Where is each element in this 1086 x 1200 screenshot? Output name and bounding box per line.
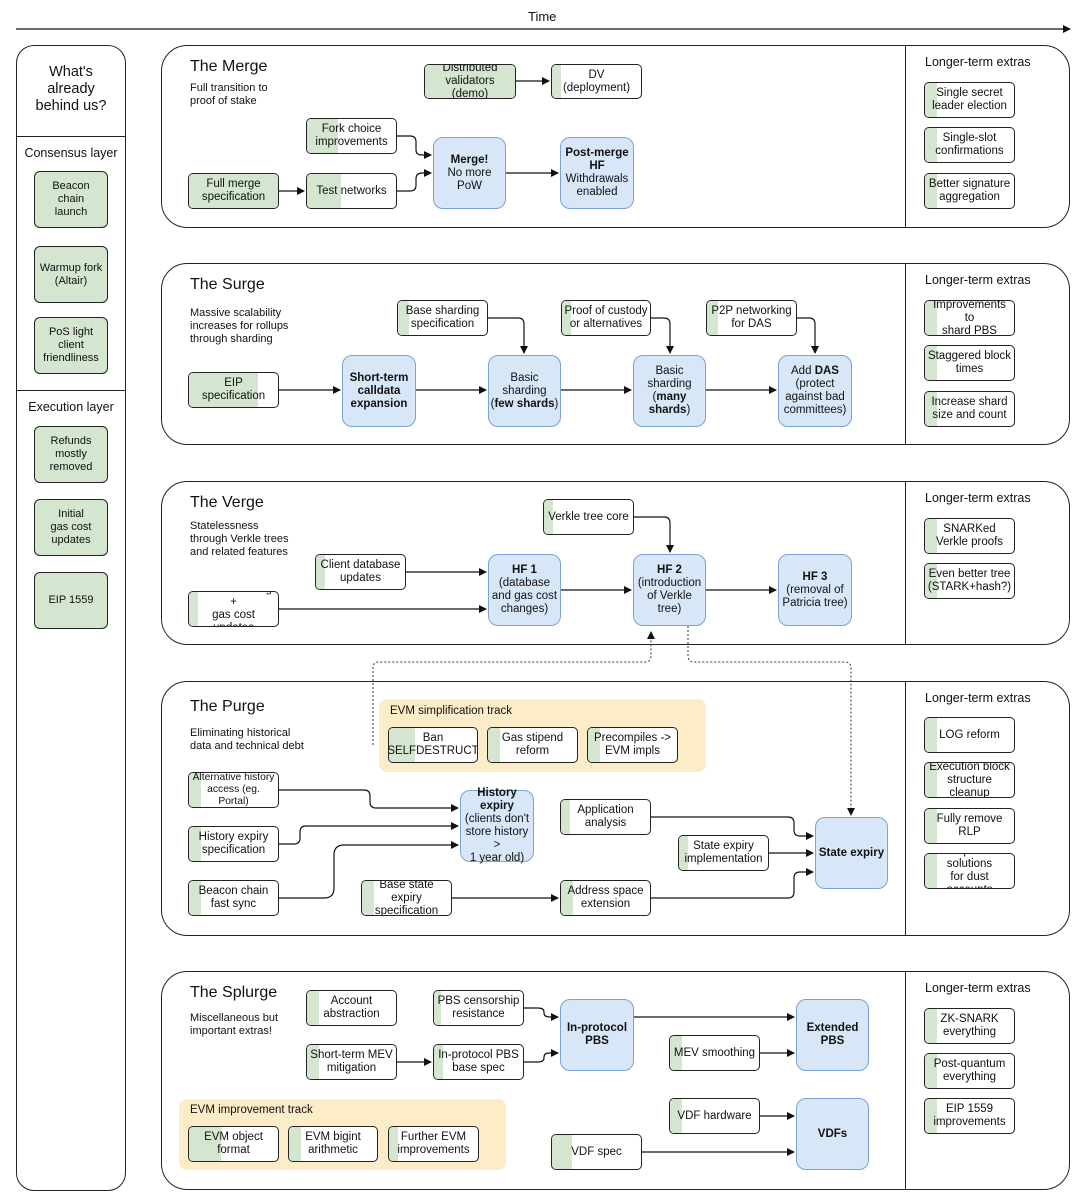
verge-extra-snarked: SNARKed Verkle proofs <box>924 518 1015 554</box>
surge-title: The Surge <box>190 276 265 293</box>
extras-divider <box>905 682 906 935</box>
merge-milestone: Merge!No more PoW <box>433 137 506 209</box>
merge-extra-sig-agg: Better signature aggregation <box>924 173 1015 209</box>
surge-extra-shard-size: Increase shard size and count <box>924 391 1015 427</box>
splurge-desc: Miscellaneous but important extras! <box>190 1012 279 1037</box>
warmup-fork-altair: Warmup fork (Altair) <box>34 246 108 303</box>
extras-divider <box>905 264 906 444</box>
extras-divider <box>905 972 906 1189</box>
inprotocol-pbs-milestone: In-protocol PBS <box>560 999 634 1071</box>
pos-light-client: PoS light client friendliness <box>34 317 108 374</box>
vdf-spec-box: VDF spec <box>551 1134 642 1170</box>
app-analysis-box: Application analysis <box>560 799 651 835</box>
splurge-extra-eip1559: EIP 1559 improvements <box>924 1098 1015 1134</box>
already-behind-heading: What's already behind us? <box>35 64 107 114</box>
verge-extra-better-tree: Even better tree (STARK+hash?) <box>924 563 1015 599</box>
surge-extra-staggered: Staggered block times <box>924 345 1015 381</box>
divider <box>17 390 125 391</box>
mev-mitigation-box: Short-term MEV mitigation <box>306 1044 397 1080</box>
divider <box>17 136 125 137</box>
vdf-hardware-box: VDF hardware <box>669 1098 760 1134</box>
merge-extras-title: Longer-term extras <box>925 55 1031 69</box>
extended-pbs-milestone: Extended PBS <box>796 999 869 1071</box>
already-behind-panel: What's already behind us? Consensus laye… <box>16 45 126 1191</box>
history-expiry-spec-box: History expiry specification <box>188 826 279 862</box>
verge-title: The Verge <box>190 494 264 511</box>
add-das-milestone: Add DAS (protect against bad committees) <box>778 355 852 427</box>
history-expiry-milestone: History expiry(clients don't store histo… <box>460 787 534 864</box>
initial-gas-cost: Initial gas cost updates <box>34 499 108 556</box>
dv-deployment-box: DV (deployment) <box>551 64 642 99</box>
time-axis-label: Time <box>528 9 557 24</box>
test-networks-box: Test networks <box>306 173 397 209</box>
account-abstraction-box: Account abstraction <box>306 990 397 1026</box>
gas-stipend-box: Gas stipend reform <box>487 727 578 763</box>
evm-object-format-box: EVM object format <box>188 1126 279 1162</box>
purge-title: The Purge <box>190 698 265 715</box>
splurge-title: The Splurge <box>190 984 278 1001</box>
verge-hf1-milestone: HF 1(database and gas cost changes) <box>488 554 561 626</box>
splurge-extra-pq: Post-quantum everything <box>924 1053 1015 1089</box>
merge-desc: Full transition to proof of stake <box>190 82 268 107</box>
calldata-expansion-milestone: Short-term calldata expansion <box>342 355 416 427</box>
precompiles-box: Precompiles -> EVM impls <box>587 727 678 763</box>
p2p-das-box: P2P networking for DAS <box>706 300 797 336</box>
basic-sharding-many-milestone: Basic sharding (many shards) <box>633 355 706 427</box>
extras-divider <box>905 482 906 644</box>
verge-hf2-milestone: HF 2(introduction of Verkle tree) <box>633 554 706 626</box>
verge-desc: Statelessness through Verkle trees and r… <box>190 520 289 558</box>
purge-desc: Eliminating historical data and technica… <box>190 727 304 752</box>
basic-sharding-few-milestone: Basic sharding (few shards) <box>488 355 561 427</box>
merge-extra-ssle: Single secret leader election <box>924 82 1015 118</box>
base-state-spec-box: Base state expiry specification <box>361 880 452 916</box>
splurge-extra-zk: ZK-SNARK everything <box>924 1008 1015 1044</box>
fork-choice-box: Fork choice improvements <box>306 118 397 154</box>
inprotocol-base-box: In-protocol PBS base spec <box>433 1044 524 1080</box>
vdfs-milestone: VDFs <box>796 1098 869 1170</box>
state-expiry-impl-box: State expiry implementation <box>678 835 769 871</box>
client-db-box: Client database updates <box>315 554 406 590</box>
verkle-core-box: Verkle tree core <box>543 499 634 535</box>
further-evm-box: Further EVM improvements <box>388 1126 479 1162</box>
state-expiry-milestone: State expiry <box>815 817 888 889</box>
surge-section <box>161 263 1070 445</box>
eip-1559: EIP 1559 <box>34 572 108 629</box>
base-sharding-spec-box: Base sharding specification <box>397 300 488 336</box>
execution-layer-label: Execution layer <box>28 400 114 414</box>
verge-extras-title: Longer-term extras <box>925 491 1031 505</box>
evm-bigint-box: EVM bigint arithmetic <box>288 1126 378 1162</box>
purge-extras-title: Longer-term extras <box>925 691 1031 705</box>
verge-hf3-milestone: HF 3(removal of Patricia tree) <box>778 554 852 626</box>
eip-spec-box: EIP specification <box>188 372 279 408</box>
evm-simplification-track-label: EVM simplification track <box>390 705 513 717</box>
extras-divider <box>905 46 906 227</box>
purge-extra-log: LOG reform <box>924 717 1015 753</box>
purge-extra-dust: Explore solutions for dust accounts <box>924 853 1015 889</box>
proof-of-custody-box: Proof of custody or alternatives <box>561 300 651 336</box>
mev-smoothing-box: MEV smoothing <box>669 1035 760 1071</box>
ban-selfdestruct-box: Ban SELFDESTRUCT <box>388 727 478 763</box>
beacon-chain-launch: Beacon chain launch <box>34 171 108 228</box>
purge-extra-exec-block: Execution block structure cleanup <box>924 762 1015 798</box>
distributed-validators-box: Distributed validators (demo) <box>424 64 516 99</box>
merge-title: The Merge <box>190 58 268 75</box>
consensus-layer-label: Consensus layer <box>24 146 118 160</box>
beacon-sync-box: Beacon chain fast sync <box>188 880 279 916</box>
address-space-box: Address space extension <box>560 880 651 916</box>
evm-improvement-track-label: EVM improvement track <box>190 1104 313 1116</box>
pbs-censorship-box: PBS censorship resistance <box>433 990 524 1026</box>
alt-history-box: Alternative history access (eg. Portal) <box>188 772 279 808</box>
surge-extra-shard-pbs: Improvements to shard PBS <box>924 300 1015 336</box>
full-merge-spec-box: Full merge specification <box>188 173 279 209</box>
purge-extra-rlp: Fully remove RLP <box>924 808 1015 844</box>
splurge-extras-title: Longer-term extras <box>925 981 1031 995</box>
merge-extra-ssf: Single-slot confirmations <box>924 127 1015 163</box>
surge-extras-title: Longer-term extras <box>925 273 1031 287</box>
code-chunking-box: Code chunking + gas cost updates <box>188 591 279 627</box>
refunds-removed: Refunds mostly removed <box>34 426 108 483</box>
surge-desc: Massive scalability increases for rollup… <box>190 307 289 345</box>
